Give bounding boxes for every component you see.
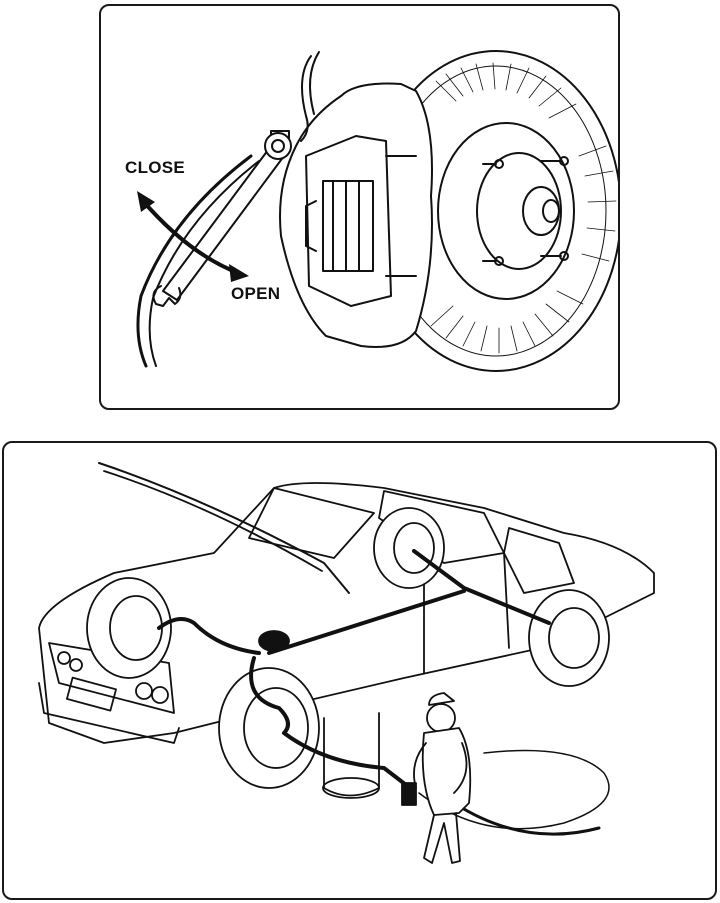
wheel-rear-left <box>373 507 445 589</box>
wheel-front-right <box>218 667 320 789</box>
caliper-detail-panel: CLOSE OPEN <box>99 4 620 410</box>
wheel-hub <box>437 122 575 300</box>
caliper-illustration <box>136 50 618 372</box>
wheel-rear-right <box>528 589 610 687</box>
car-on-lift-panel <box>2 441 717 900</box>
mechanic <box>401 692 472 864</box>
brake-caliper <box>279 82 433 348</box>
supply-hose <box>418 749 610 830</box>
car-bleeding-illustration <box>38 462 655 864</box>
bleed-tube <box>136 154 253 368</box>
bonnet <box>98 462 350 594</box>
bleed-hoses <box>157 549 551 793</box>
brake-hose <box>300 55 312 142</box>
close-label: CLOSE <box>125 158 186 177</box>
vehicle-lift <box>322 712 380 799</box>
ring-spanner <box>152 132 292 307</box>
open-label: OPEN <box>231 284 281 303</box>
